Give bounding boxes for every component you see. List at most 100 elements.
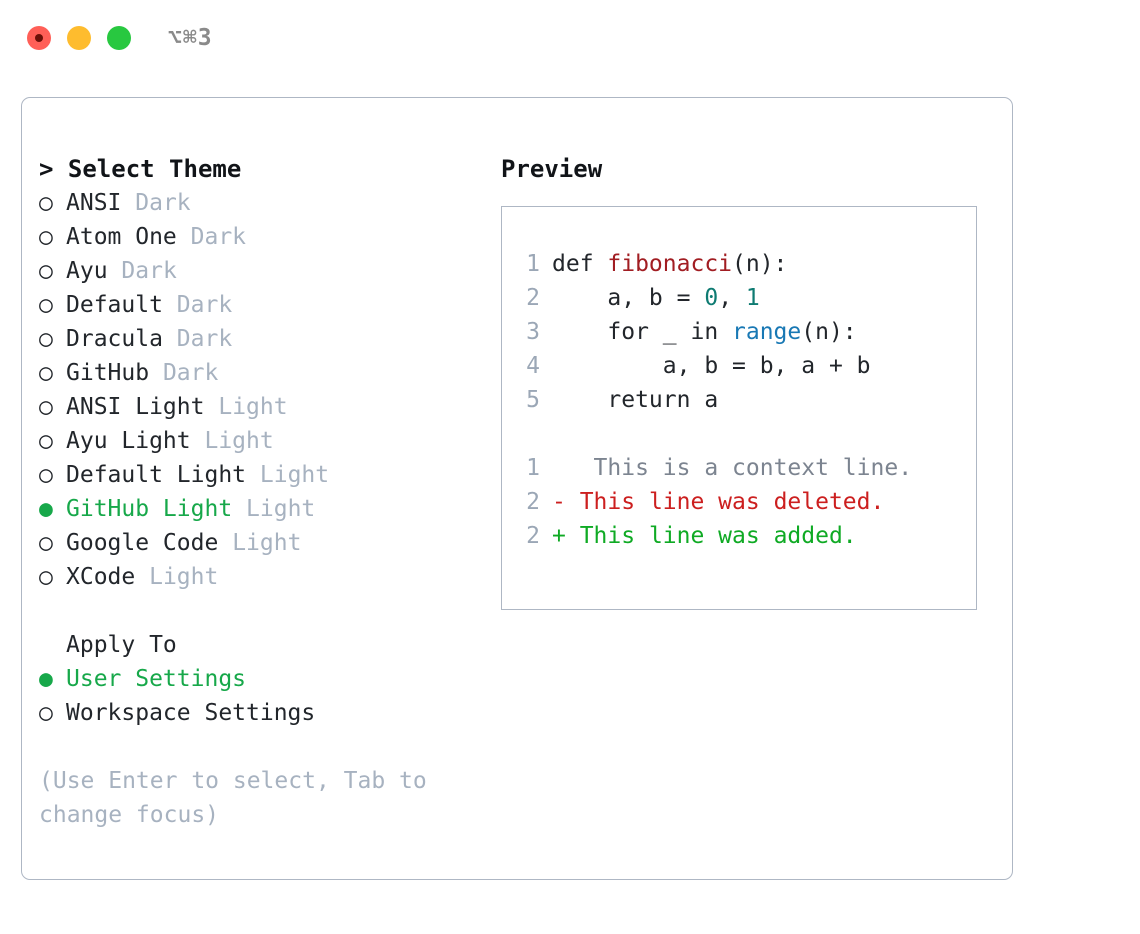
code-token: def [552,251,608,277]
theme-list: ○ANSI Dark○Atom One Dark○Ayu Dark○Defaul… [39,186,469,594]
maximize-window-button[interactable] [107,26,131,50]
theme-option[interactable]: ○ Atom One Dark [39,220,469,254]
close-window-button[interactable] [27,26,51,50]
code-token: (n): [732,251,788,277]
theme-option-label: Google Code [66,530,219,556]
apply-to-option-label: Workspace Settings [66,700,316,726]
radio-unselected-icon: ○ [39,394,53,420]
theme-option[interactable]: ○ Ayu Light Light [39,424,469,458]
radio-unselected-icon: ○ [39,564,53,590]
diff-sign [552,451,566,485]
theme-option-kind: Dark [135,190,191,216]
theme-picker-column: > Select Theme ○ANSI Dark○Atom One Dark○… [39,152,469,832]
code-token: for _ in [552,319,733,345]
theme-option-kind: Dark [190,224,247,250]
theme-option[interactable]: ○ Ayu Dark [39,254,469,288]
radio-unselected-icon: ○ [39,224,53,250]
theme-option[interactable]: ○ GitHub Dark [39,356,469,390]
diff-text: This line was added. [565,523,857,549]
theme-option-label: Default [66,292,163,318]
keyboard-hint-text: (Use Enter to select, Tab to change focu… [39,768,427,828]
code-token: 0 [704,285,719,311]
code-line-content: def fibonacci(n): [552,247,787,281]
diff-line: 1 This is a context line. [512,451,970,485]
code-token: a, b = [552,285,705,311]
main-panel: > Select Theme ○ANSI Dark○Atom One Dark○… [21,97,1013,880]
apply-to-option-label: User Settings [66,666,247,692]
line-number: 4 [526,353,540,379]
code-line-content: a, b = 0, 1 [552,281,760,315]
theme-option-kind: Light [149,564,219,590]
theme-option-kind: Light [259,462,330,488]
code-token: a, b = b, a + b [552,353,871,379]
diff-text: This is a context line. [565,455,913,481]
theme-option[interactable]: ○ Dracula Dark [39,322,469,356]
apply-to-option[interactable]: ○ Workspace Settings [39,696,469,730]
theme-option-kind: Dark [176,326,233,352]
theme-option[interactable]: ○ XCode Light [39,560,469,594]
code-line: 2 a, b = 0, 1 [512,281,970,315]
code-line: 3 for _ in range(n): [512,315,970,349]
radio-unselected-icon: ○ [39,190,53,216]
radio-unselected-icon: ○ [39,530,53,556]
minimize-window-button[interactable] [67,26,91,50]
diff-line: 2 + This line was added. [512,519,970,553]
diff-sign: + [552,523,566,549]
theme-option-kind: Light [232,530,302,556]
apply-to-option[interactable]: ● User Settings [39,662,469,696]
theme-option[interactable]: ●GitHub Light Light [39,492,469,526]
diff-line: 2- This line was deleted. [512,485,970,519]
line-number: 2 [526,489,540,515]
code-line: 5 return a [512,383,970,417]
code-line: 1 def fibonacci(n): [512,247,970,281]
theme-option[interactable]: ○ Default Light Light [39,458,469,492]
code-token: range [732,319,802,345]
radio-unselected-icon: ○ [39,428,53,454]
theme-option[interactable]: ○ Google Code Light [39,526,469,560]
theme-option-kind: Light [218,394,288,420]
select-theme-heading: > Select Theme [39,155,242,183]
code-token: fibonacci [607,251,733,277]
line-number: 2 [526,285,540,311]
theme-option-label: XCode [66,564,136,590]
theme-option-label: Dracula [66,326,163,352]
apply-to-list: ● User Settings ○ Workspace Settings [39,662,469,730]
code-token: 1 [745,285,760,311]
line-number: 1 [526,251,540,277]
code-line-content: for _ in range(n): [552,315,856,349]
code-line-content: a, b = b, a + b [552,349,871,383]
radio-unselected-icon: ○ [39,360,53,386]
code-token: return a [552,387,719,413]
theme-option-label: GitHub [66,360,150,386]
apply-to-heading: Apply To [66,632,177,658]
radio-selected-icon: ● [39,666,53,692]
theme-option[interactable]: ○ANSI Light Light [39,390,469,424]
theme-option-label: Default Light [66,462,247,488]
radio-unselected-icon: ○ [39,700,53,726]
code-token: , [718,285,746,311]
line-number: 2 [526,523,540,549]
theme-option-label: Ayu [66,258,108,284]
code-line: 4 a, b = b, a + b [512,349,970,383]
theme-option-label: GitHub Light [66,496,233,522]
theme-option-label: ANSI [66,190,122,216]
title-bar: ⌥⌘3 [0,0,1140,78]
diff-sign: - [552,489,566,515]
theme-option[interactable]: ○ ANSI Dark [39,186,469,220]
theme-option-label: Ayu Light [66,428,191,454]
theme-option-kind: Dark [121,258,177,284]
theme-option-label: Atom One [66,224,177,250]
line-number: 3 [526,319,540,345]
radio-unselected-icon: ○ [39,462,53,488]
code-spacer [512,417,970,451]
theme-option-kind: Light [204,428,274,454]
line-number: 1 [526,455,540,481]
theme-option-kind: Dark [162,360,219,386]
radio-unselected-icon: ○ [39,326,53,352]
theme-option-kind: Light [246,496,316,522]
radio-unselected-icon: ○ [39,258,53,284]
theme-option[interactable]: ○Default Dark [39,288,469,322]
theme-option-kind: Dark [176,292,233,318]
